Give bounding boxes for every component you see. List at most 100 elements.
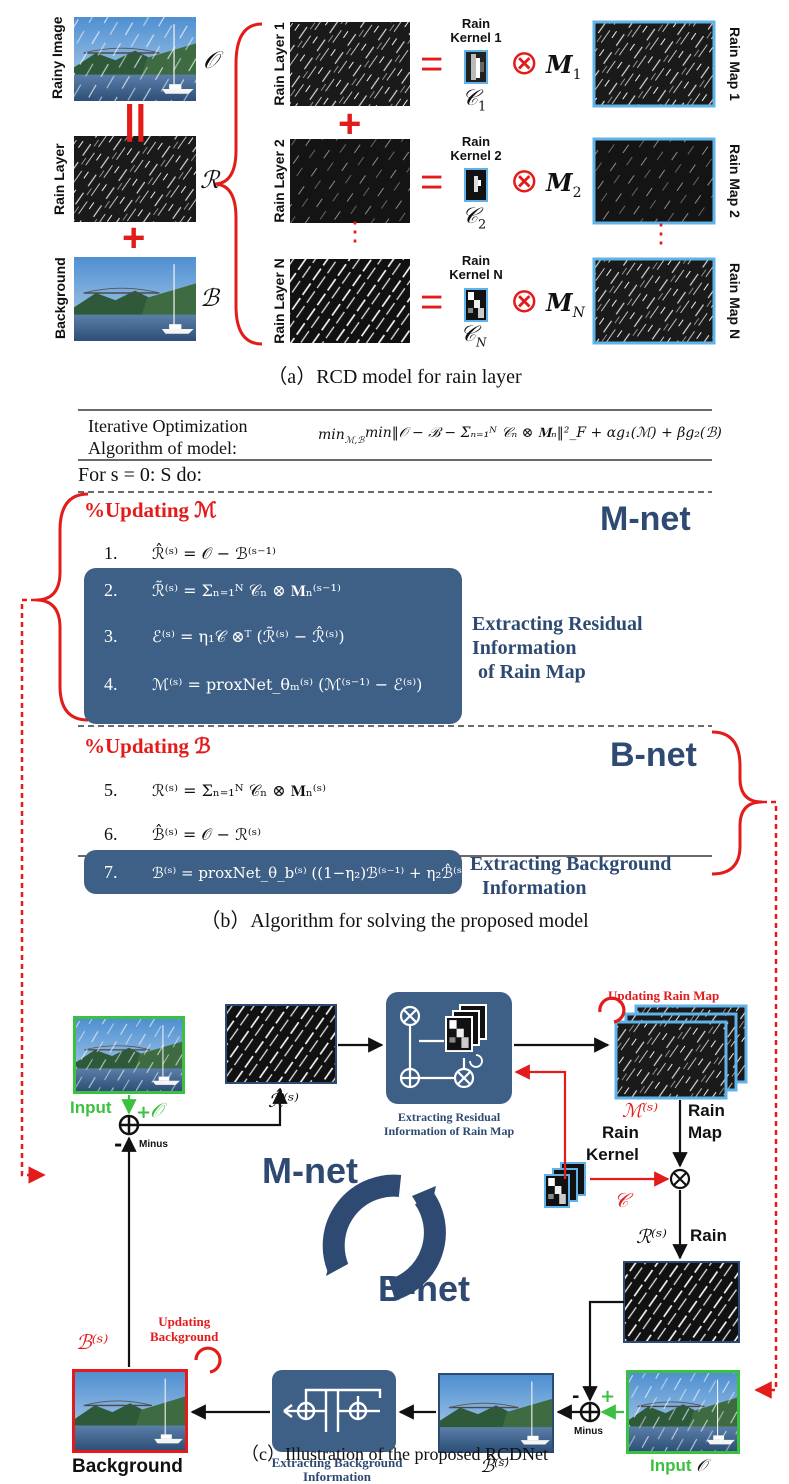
op-otimes-2: ⊗	[510, 161, 539, 201]
kernel-1-title: Rain Kernel 1	[450, 16, 502, 45]
op-plus-right: +	[338, 102, 362, 146]
m-net-box	[84, 568, 462, 724]
map-2-symbol: M2	[546, 168, 582, 201]
r-hat-image	[225, 1004, 337, 1084]
minus-node-bottom	[579, 1401, 601, 1423]
b-net-box	[84, 850, 462, 894]
minus-sign-top: -	[114, 1132, 123, 1156]
loop-glyph	[469, 1054, 483, 1068]
cycle-b-net: B-net	[378, 1268, 470, 1309]
rain-layer-2-image	[290, 139, 410, 223]
rain-layer-image	[74, 136, 196, 222]
updating-m: %Updating ℳ	[84, 498, 217, 522]
desc-background: Extracting Background Information	[470, 853, 672, 899]
minus-sign-bottom: -	[572, 1386, 580, 1407]
dashed-link-m	[20, 598, 46, 1184]
kernel-n-title: Rain Kernel N	[449, 253, 503, 282]
label-rain-layer-n: Rain Layer N	[271, 258, 287, 344]
arrow-kernel-to-block	[514, 1064, 567, 1179]
conv-operator	[669, 1168, 691, 1190]
symbol-R: ℛ	[200, 166, 220, 194]
input-plus: +	[136, 1102, 152, 1123]
m-symbol: ℳ⁽ˢ⁾	[622, 1100, 659, 1122]
label-rain-map-2: Rain Map 2	[727, 144, 743, 218]
input-symbol: 𝒪	[150, 1098, 163, 1122]
step-2: 2.ℛ̃⁽ˢ⁾ = Σₙ₌₁ᴺ 𝒞ₙ ⊗ 𝐌ₙ⁽ˢ⁻¹⁾	[104, 580, 341, 600]
r-hat-symbol: ℛ̂⁽ˢ⁾	[268, 1090, 299, 1112]
rainy-image	[74, 17, 196, 101]
minus-label-top: Minus	[139, 1139, 168, 1150]
arrow-rain-to-minus	[582, 1300, 624, 1402]
op-otimes-1: ⊗	[510, 43, 539, 83]
input-image-2	[626, 1370, 740, 1454]
label-rainy-image: Rainy Image	[49, 16, 65, 99]
op-dots-right: ⋮	[648, 218, 674, 248]
input-label: Input	[70, 1098, 112, 1117]
op-equals-2: =	[420, 160, 444, 204]
m-net-title: M-net	[600, 500, 691, 538]
b-net-title: B-net	[610, 736, 697, 774]
rain-kernel-1-image	[464, 50, 488, 84]
brace-split	[213, 22, 263, 346]
caption-b: （b）Algorithm for solving the proposed mo…	[200, 910, 589, 932]
rain-kernel-stack	[544, 1162, 586, 1208]
map-n-symbol: MN	[546, 288, 585, 321]
input-image	[73, 1016, 185, 1094]
rain-layer-n-image	[290, 259, 410, 343]
step-7: 7.ℬ⁽ˢ⁾ = proxNet_θ_b⁽ˢ⁾ ((1−η₂)ℬ⁽ˢ⁻¹⁾ + …	[104, 862, 472, 882]
label-rain-layer: Rain Layer	[51, 143, 67, 215]
rain-kernel-label: Rain Kernel	[586, 1123, 639, 1164]
symbol-B: ℬ	[200, 284, 219, 312]
b-hat-image	[438, 1373, 554, 1453]
background-result-image	[72, 1369, 188, 1453]
dashed-link-b	[754, 800, 778, 1399]
brace-b-net	[711, 730, 763, 876]
rain-map-stack	[614, 1004, 748, 1100]
updating-rain-map-label: Updating Rain Map	[608, 988, 720, 1003]
residual-block-glyph	[399, 1005, 475, 1089]
background-block-glyph	[283, 1388, 382, 1432]
update-background-loop	[194, 1346, 222, 1374]
arrow-minus-to-rhat	[138, 1088, 288, 1127]
op-dots-mid: ⋮	[342, 216, 368, 246]
cycle-m-net: M-net	[262, 1150, 358, 1191]
r-symbol: ℛ⁽ˢ⁾	[636, 1226, 667, 1248]
map-1-symbol: M1	[546, 50, 582, 83]
residual-kernel-stack	[445, 1004, 487, 1052]
kernel-n-symbol: 𝒞N	[460, 322, 487, 350]
update-rain-map-loop	[598, 996, 626, 1024]
objective-min: minℳ,ℬ	[318, 427, 365, 446]
rain-map-1-image	[592, 20, 716, 108]
op-equals-1: =	[420, 42, 444, 86]
rain-kernel-n-image	[464, 288, 488, 322]
c-symbol: 𝒞	[614, 1188, 629, 1212]
cycle-arrows	[322, 1174, 446, 1301]
kernel-2-title: Rain Kernel 2	[450, 134, 502, 163]
step-6: 6.ℬ̂⁽ˢ⁾ = 𝒪 − ℛ⁽ˢ⁾	[104, 824, 262, 844]
objective-formula: min‖𝒪 − ℬ − Σₙ₌₁ᴺ 𝒞ₙ ⊗ 𝐌ₙ‖²_F + αg₁(ℳ) +…	[365, 425, 722, 441]
rain-map-label: Rain Map	[688, 1101, 725, 1142]
kernel-2-symbol: 𝒞2	[462, 204, 487, 233]
rain-kernel-2-image	[464, 168, 488, 202]
op-equals-vertical: ||	[124, 98, 147, 142]
symbol-O: 𝒪	[203, 46, 219, 74]
updating-background-label: Updating Background	[150, 1314, 219, 1344]
op-plus-left: +	[122, 216, 146, 260]
caption-a: （a）RCD model for rain layer	[267, 366, 522, 388]
label-rain-map-n: Rain Map N	[727, 262, 743, 340]
rain-map-n-image	[592, 257, 716, 345]
label-background: Background	[52, 257, 68, 339]
step-4: 4.ℳ⁽ˢ⁾ = proxNet_θₘ⁽ˢ⁾ (ℳ⁽ˢ⁻¹⁾ − ℰ⁽ˢ⁾)	[104, 674, 423, 694]
minus-label-bottom: Minus	[574, 1426, 603, 1437]
plus-sign-bottom: +	[600, 1386, 616, 1407]
header-label-1: Iterative Optimization	[88, 416, 248, 436]
rain-map-2-image	[592, 137, 716, 225]
op-otimes-n: ⊗	[510, 281, 539, 321]
label-rain-layer-1: Rain Layer 1	[271, 22, 287, 106]
rain-layer-1-image	[290, 22, 410, 106]
step-1: 1.ℛ̂⁽ˢ⁾ = 𝒪 − ℬ⁽ˢ⁻¹⁾	[104, 543, 276, 563]
desc-residual: Extracting Residual Information of Rain …	[472, 613, 643, 683]
background-image	[74, 257, 196, 341]
brace-m-net	[35, 492, 89, 722]
